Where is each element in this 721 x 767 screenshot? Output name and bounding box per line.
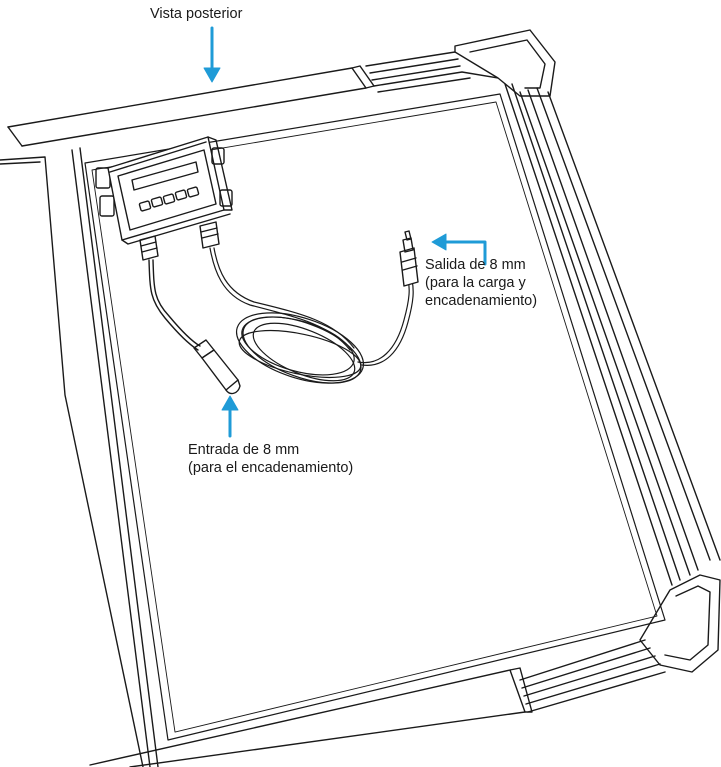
- top-right-corner-cap: [454, 29, 556, 97]
- cable-glands: [139, 221, 220, 261]
- output-arrow: [431, 233, 487, 266]
- output-label-line1: Salida de 8 mm: [425, 257, 526, 273]
- folded-panel: [0, 156, 144, 767]
- junction-box: [107, 136, 233, 245]
- output-connector: [399, 230, 419, 287]
- panel-back-sheet: [84, 93, 666, 741]
- view-title: Vista posterior: [150, 6, 243, 22]
- bottom-right-corner-cap: [639, 574, 721, 673]
- panel-frame: [7, 29, 721, 767]
- input-connector: [193, 339, 241, 395]
- title-arrow: [203, 26, 221, 83]
- input-arrow: [221, 395, 239, 438]
- output-cable: [209, 247, 414, 384]
- output-label-line3: encadenamiento): [425, 293, 538, 309]
- input-label-line1: Entrada de 8 mm: [188, 442, 300, 458]
- display-window: [131, 161, 199, 191]
- input-label: Entrada de 8 mm (para el encadenamiento): [188, 441, 353, 477]
- output-label-line2: (para la carga y: [425, 275, 526, 291]
- input-cable: [148, 259, 201, 351]
- input-label-line2: (para el encadenamiento): [188, 460, 354, 476]
- output-label: Salida de 8 mm (para la carga y encadena…: [425, 256, 537, 310]
